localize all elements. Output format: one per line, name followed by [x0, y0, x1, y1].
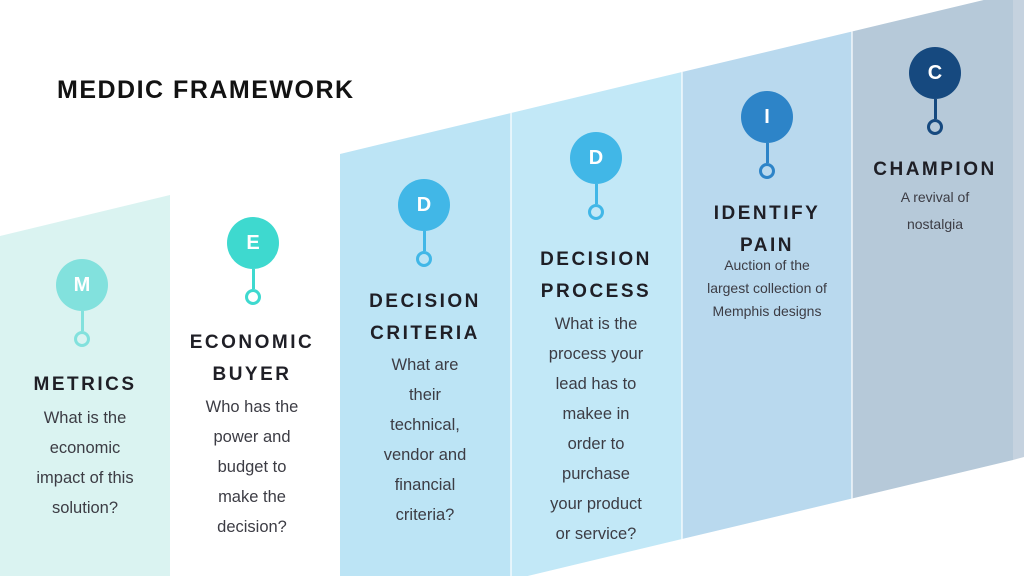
pin-ring: [759, 163, 775, 179]
pin-marker-economic-buyer: E: [227, 217, 279, 305]
pin-ring: [927, 119, 943, 135]
column-shape-decision-criteria: [340, 113, 511, 576]
pin-marker-champion: C: [909, 47, 961, 135]
edge-strip-shape: [1013, 0, 1024, 460]
letter-e: E: [246, 231, 260, 254]
column-description-decision-criteria: What are their technical, vendor and fin…: [383, 356, 467, 524]
pin-marker-decision-process: D: [570, 132, 622, 220]
pin-marker-decision-criteria: D: [398, 179, 450, 267]
letter-d1: D: [416, 193, 432, 216]
column-title-champion: CHAMPION: [873, 159, 997, 180]
column-title-economic-buyer: ECONOMIC BUYER: [189, 332, 315, 385]
letter-circle-d1: D: [398, 179, 450, 231]
letter-m: M: [73, 273, 91, 296]
pin-stem: [594, 184, 598, 204]
letter-c: C: [927, 61, 943, 84]
letter-circle-d2: D: [570, 132, 622, 184]
column-title-decision-criteria: DECISION CRITERIA: [369, 291, 481, 344]
column-shape-economic-buyer: [170, 154, 340, 576]
column-description-decision-process: What is the process your lead has to mak…: [548, 315, 644, 543]
pin-ring: [245, 289, 261, 305]
column-description-champion: A revival of nostalgia: [900, 189, 970, 232]
letter-i: I: [764, 105, 770, 128]
column-shape-decision-process: [511, 72, 682, 576]
column-description-economic-buyer: Who has the power and budget to make the…: [205, 398, 299, 536]
pin-ring: [416, 251, 432, 267]
column-description-metrics: What is the economic impact of this solu…: [36, 409, 134, 517]
pin-ring: [588, 204, 604, 220]
letter-circle-e: E: [227, 217, 279, 269]
column-shape-identify-pain: [682, 31, 852, 539]
column-description-identify-pain: Auction of the largest collection of Mem…: [707, 257, 827, 319]
pin-marker-identify-pain: I: [741, 91, 793, 179]
pin-marker-metrics: M: [56, 259, 108, 347]
pin-stem: [80, 311, 84, 331]
pin-stem: [765, 143, 769, 163]
pin-ring: [74, 331, 90, 347]
letter-circle-m: M: [56, 259, 108, 311]
letter-circle-c: C: [909, 47, 961, 99]
pin-stem: [422, 231, 426, 251]
column-title-identify-pain: IDENTIFY PAIN: [713, 203, 821, 256]
column-title-metrics: METRICS: [33, 374, 137, 395]
pin-stem: [933, 99, 937, 119]
letter-circle-i: I: [741, 91, 793, 143]
letter-d2: D: [588, 146, 604, 169]
column-shape-champion: [852, 0, 1013, 499]
column-divider-lines: [510, 31, 853, 576]
column-shape-metrics: [0, 195, 170, 576]
page-title: MEDDIC FRAMEWORK: [57, 75, 355, 104]
pin-stem: [251, 269, 255, 289]
column-title-decision-process: DECISION PROCESS: [540, 249, 652, 302]
